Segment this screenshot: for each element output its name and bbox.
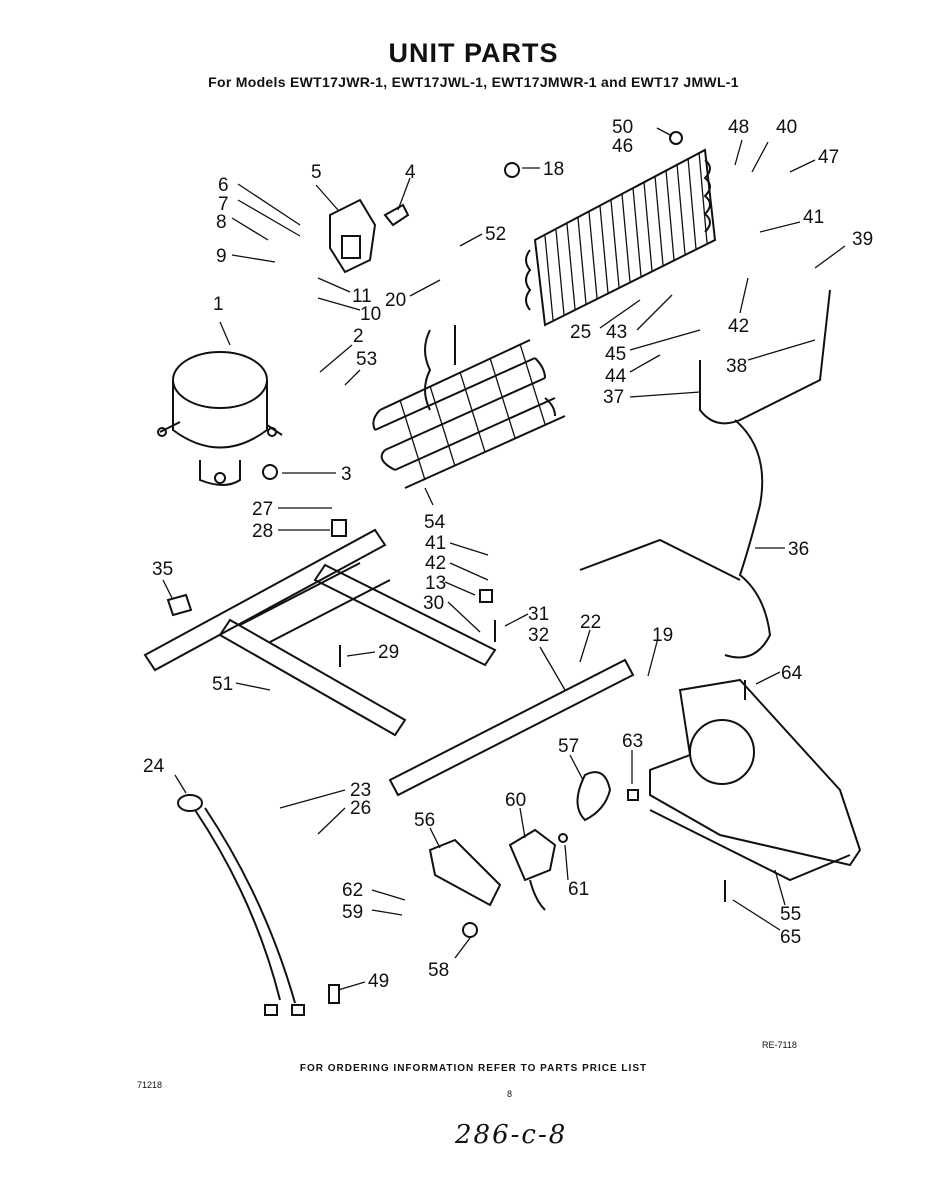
part-label: 9 (216, 246, 227, 267)
leader-lines (162, 127, 846, 991)
part-label: 7 (218, 194, 229, 215)
page-title: UNIT PARTS (388, 38, 559, 68)
part-label: 41 (803, 207, 824, 228)
part-label: 44 (605, 366, 627, 387)
part-label: 46 (612, 136, 633, 157)
part-label: 59 (342, 902, 363, 923)
part-label: 55 (780, 904, 801, 925)
part-label: 20 (385, 290, 406, 311)
part-label: 26 (350, 798, 371, 819)
part-label: 1 (213, 294, 224, 315)
part-label: 24 (143, 756, 165, 777)
page-number: 8 (507, 1089, 513, 1099)
ordering-note: FOR ORDERING INFORMATION REFER TO PARTS … (299, 1063, 648, 1074)
handwritten-note: 286-c-8 (455, 1120, 568, 1150)
compressor-part (157, 351, 283, 486)
part-label: 22 (580, 612, 601, 633)
part-label: 6 (218, 175, 229, 196)
part-label: 58 (428, 960, 449, 981)
part-label: 48 (728, 117, 749, 138)
part-label: 2 (353, 326, 364, 347)
part-label: 19 (652, 625, 673, 646)
fan-motor-assembly (428, 771, 612, 911)
part-labels: 50 48 40 46 47 18 5 4 6 7 8 9 52 41 39 1… (143, 117, 873, 992)
part-label: 23 (350, 780, 371, 801)
part-label: 50 (612, 117, 633, 138)
part-label: 25 (570, 322, 591, 343)
evaporator-part (372, 325, 566, 489)
part-label: 42 (728, 316, 749, 337)
part-label: 30 (423, 593, 444, 614)
wire-harness-part (177, 794, 305, 1016)
part-label: 56 (414, 810, 435, 831)
part-label: 57 (558, 736, 579, 757)
part-label: 4 (405, 162, 416, 183)
part-label: 27 (252, 499, 273, 520)
part-label: 47 (818, 147, 839, 168)
part-label: 31 (528, 604, 549, 625)
part-label: 10 (360, 304, 381, 325)
part-label: 51 (212, 674, 233, 695)
part-label: 53 (356, 349, 377, 370)
part-label: 54 (424, 512, 446, 533)
diagram-code-right: RE-7118 (762, 1040, 797, 1050)
part-label: 41 (425, 533, 446, 554)
part-label: 64 (781, 663, 803, 684)
fan-bracket-part (649, 678, 862, 882)
part-label: 38 (726, 356, 747, 377)
part-label: 29 (378, 642, 399, 663)
part-label: 28 (252, 521, 273, 542)
base-frame (143, 528, 635, 797)
part-label: 52 (485, 224, 506, 245)
part-label: 45 (605, 344, 626, 365)
models-subtitle: For Models EWT17JWR-1, EWT17JWL-1, EWT17… (208, 74, 739, 90)
part-label: 60 (505, 790, 526, 811)
part-label: 35 (152, 559, 173, 580)
part-label: 42 (425, 553, 446, 574)
part-label: 18 (543, 159, 564, 180)
part-label: 32 (528, 625, 549, 646)
small-parts (166, 131, 746, 1004)
condenser-part (525, 148, 717, 327)
tubing (579, 289, 831, 659)
part-label: 62 (342, 880, 363, 901)
part-label: 5 (311, 162, 322, 183)
part-label: 39 (852, 229, 873, 250)
diagram-code-left: 71218 (137, 1080, 163, 1090)
part-label: 40 (776, 117, 797, 138)
part-label: 61 (568, 879, 589, 900)
part-label: 43 (606, 322, 627, 343)
part-label: 49 (368, 971, 389, 992)
part-label: 37 (603, 387, 624, 408)
part-label: 11 (352, 286, 372, 307)
part-label: 3 (341, 464, 352, 485)
part-label: 65 (780, 927, 801, 948)
part-label: 8 (216, 212, 227, 233)
relay-part (329, 198, 410, 274)
part-label: 63 (622, 731, 643, 752)
part-label: 13 (425, 573, 446, 594)
part-label: 36 (788, 539, 809, 560)
